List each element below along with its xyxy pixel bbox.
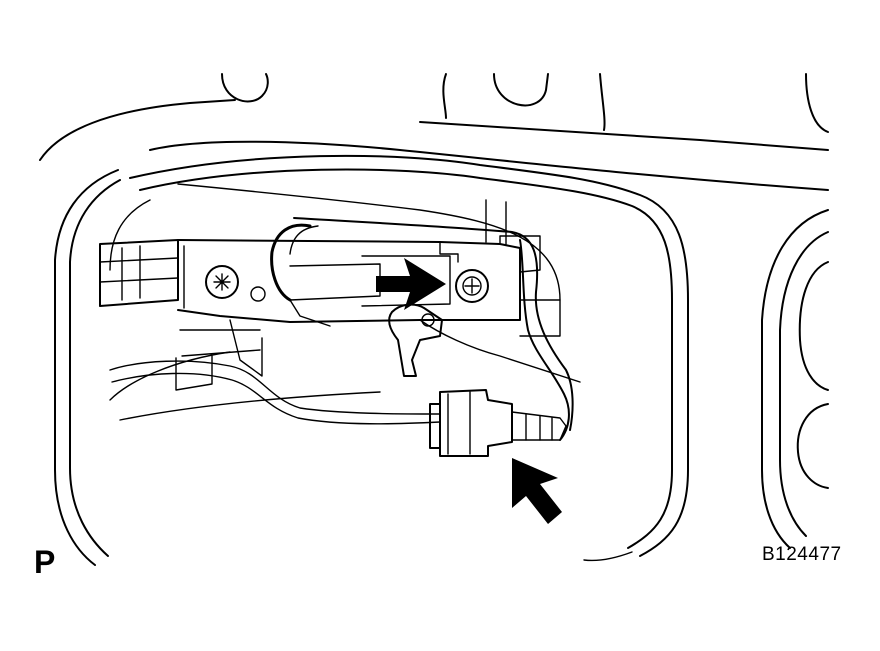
figure-code: B124477 bbox=[762, 544, 842, 565]
arrow-icon bbox=[376, 258, 446, 310]
top-panel-outline bbox=[39, 73, 829, 191]
lever-bracket bbox=[388, 303, 443, 377]
arrow-icon bbox=[512, 458, 562, 524]
screw-icon bbox=[205, 265, 266, 302]
wire-harness bbox=[109, 217, 574, 441]
right-panel-outline bbox=[761, 209, 829, 549]
screw-icon bbox=[455, 269, 489, 303]
connector bbox=[429, 389, 567, 457]
inner-recess bbox=[109, 183, 561, 421]
door-handle-assembly bbox=[99, 199, 581, 391]
view-letter: P bbox=[34, 544, 56, 580]
door-opening-outline bbox=[54, 154, 689, 566]
